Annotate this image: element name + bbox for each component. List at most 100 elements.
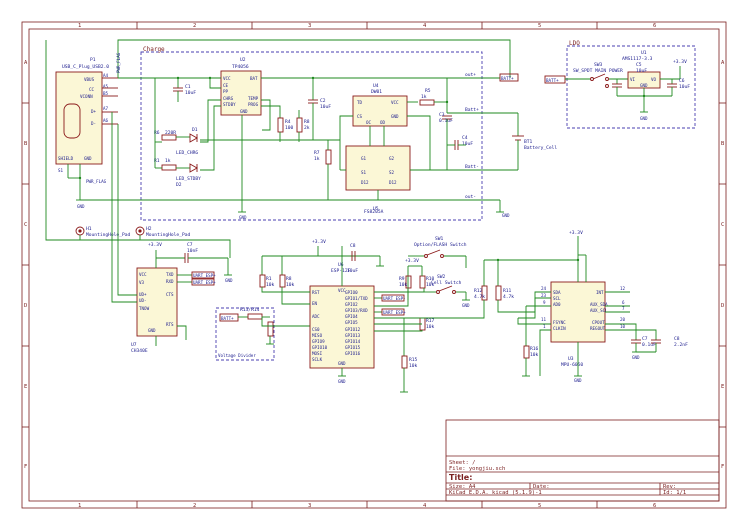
esp-pin-right: GPIO2 (345, 302, 358, 307)
u5-pin: D12 (389, 180, 397, 185)
r4-ref: R4 (285, 119, 291, 125)
col-label: 3 (308, 23, 311, 29)
gnd-right-label: GND (502, 213, 510, 218)
ch340e-u7: U7 CH340E VCC V3 UD+ UD- TNOW TXD RXD CT… (45, 40, 233, 354)
r12-ref: R12 (474, 288, 483, 294)
batt-minus-net: Batt- (465, 164, 479, 170)
r9-val: 10k (399, 282, 408, 288)
mpu-c8-ref: C8 (674, 336, 680, 342)
mpu-pin-left: CLKIN (553, 326, 566, 331)
col-label: 4 (423, 23, 427, 29)
esp-pin-right: GPIO1/TXD (345, 296, 368, 301)
usb-value: USB_C_Plug_USB2.0 (62, 64, 109, 70)
u4-pin: VCC (391, 100, 399, 105)
esp-pin-left: MISO (312, 333, 323, 338)
u2-value: TP4056 (232, 64, 249, 70)
u4-value: DW01 (371, 89, 382, 95)
u2-pin: TEMP (248, 96, 259, 101)
r10-ref: R10 (426, 276, 435, 282)
u7-pin: RTS (166, 322, 174, 327)
fs8205-u5: U5 FS8205A G1 G2 S1 S2 D12 D12 (340, 140, 430, 215)
u7-pin: TNOW (139, 306, 150, 311)
row-label: C (24, 222, 27, 228)
esp-pin-left: GPIO10 (312, 345, 328, 350)
row-label: C (721, 222, 724, 228)
voltage-divider: BATT+ R13/R14 (219, 307, 310, 345)
led-charge: LED_CHRG (176, 150, 198, 156)
mpu-rail: +3.3V (569, 230, 583, 236)
h1-ref: H1 (86, 226, 92, 232)
sw1-rail: +3.3V (405, 258, 419, 264)
mpu-pin-num: 7 (622, 306, 625, 311)
row-label: F (24, 464, 27, 470)
r9-ref: R9 (399, 276, 405, 282)
usb-gnd-label: GND (77, 204, 85, 209)
voltage-divider-label: Voltage Divider (218, 353, 256, 358)
row-label: D (721, 303, 724, 309)
usb-pin: VBUS (84, 77, 95, 82)
out-plus-net: out+ (465, 72, 476, 78)
u4-pin: OD (380, 120, 386, 125)
esp-pin-left: CS0 (312, 327, 320, 332)
row-label: E (721, 384, 724, 390)
r11-val: 4.7k (503, 294, 514, 300)
sw2-value: Cell Switch (431, 280, 462, 286)
c6-val: 10uF (679, 84, 690, 90)
u2-pin: PROG (248, 102, 259, 107)
usb-shield-num: S1 (58, 168, 64, 173)
dw01-u4: U4 DW01 TD VCC CS OC OD GND (339, 83, 431, 170)
title-id: Id: 1/1 (663, 490, 686, 496)
col-label: 1 (78, 23, 81, 29)
esp-rc-ref: R15 (409, 357, 418, 363)
esp-pin-left: SCLK (312, 357, 323, 362)
ldo-out: +3.3V (673, 59, 687, 65)
mpu-pin-left: FSYNC (553, 320, 566, 325)
mpu-pin-num: 23 (541, 293, 547, 298)
mpu-pin-num: 1 (543, 324, 546, 329)
mpu-pin-num: 12 (620, 286, 626, 291)
sw1-ref: SW1 (435, 236, 444, 242)
usb-ref: P1 (90, 57, 96, 63)
col-label: 1 (78, 503, 81, 509)
ch340-uart-rx: UART_ESP+ (193, 280, 216, 285)
col-label: 4 (423, 503, 427, 509)
mpu-pin-num: 24 (541, 286, 547, 291)
row-label: A (721, 60, 725, 66)
usb-pin: VCONN (80, 94, 93, 99)
u4-pin: CS (357, 114, 363, 119)
esp-ra-ref: R1 (266, 276, 272, 282)
u2-pin: STDBY (223, 102, 236, 107)
c3-val: 0.1uF (439, 118, 453, 124)
esp-pin-left: ADC (312, 314, 320, 319)
mounting-holes: H1 MountingHole_Pad H2 MountingHole_Pad (75, 226, 190, 240)
c1-ref: C1 (185, 84, 191, 90)
r17-ref: R17 (426, 318, 435, 324)
c4-val: 10uF (462, 141, 473, 147)
c3-ref: C3 (439, 112, 445, 118)
mpu-c-gnd: GND (632, 355, 640, 360)
u5-pin: G1 (361, 156, 367, 161)
batt-plus-net: Batt+ (465, 107, 479, 113)
u1-pin: VO (651, 77, 657, 82)
ldo-section-label: LDO (569, 40, 580, 47)
esp-uart-tx: UART_ESP- (383, 296, 406, 301)
esp-pin-right: GPIO13 (345, 333, 361, 338)
u1-pin: GND (640, 83, 648, 88)
c7-gnd: GND (225, 278, 233, 283)
esp-pin-right: GPIO16 (345, 351, 361, 356)
esp-rail: +3.3V (312, 239, 326, 245)
col-label: 6 (653, 23, 656, 29)
u5-pin: D12 (361, 180, 369, 185)
r5-val: 1k (421, 94, 427, 100)
frame-column-markers: 1 2 3 4 5 6 1 2 3 4 5 6 (78, 22, 656, 509)
frame-row-markers: A B C D E F A B C D E F (22, 60, 726, 470)
col-label: 5 (538, 503, 541, 509)
r12-val: 4.7k (474, 294, 485, 300)
h1-val: MountingHole_Pad (86, 232, 130, 238)
u5-pin: S1 (361, 170, 367, 175)
esp-rc-val: 10k (409, 363, 418, 369)
c6-ref: C6 (679, 78, 685, 84)
u7-pin: UD+ (139, 292, 147, 297)
u3-value: MPU-6050 (561, 362, 583, 368)
sw2-ref: SW2 (437, 274, 446, 280)
